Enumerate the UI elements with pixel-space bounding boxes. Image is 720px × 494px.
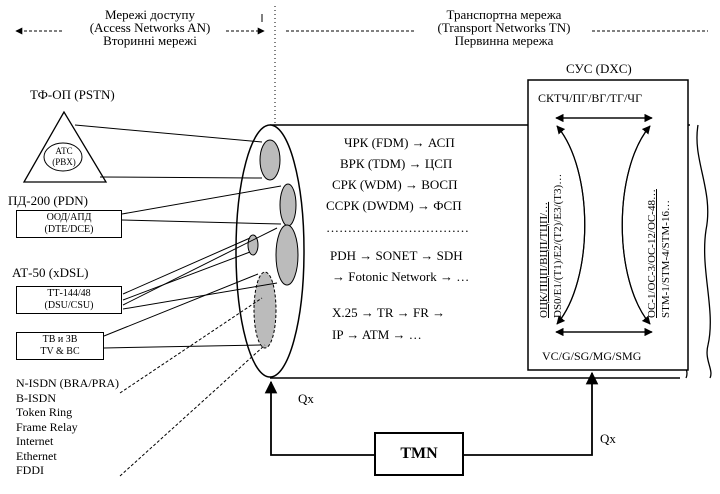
dxc-top-label: СКТЧ/ПГ/ВГ/ТГ/ЧГ [538,92,642,104]
transport-network-header: Транспортна мережа (Transport Networks T… [416,8,592,47]
tv-bc-box: ТВ и ЗВ TV & BC [16,332,104,360]
access-header-line3: Вторинні мережі [66,34,234,47]
service-item: Frame Relay [16,420,119,435]
mid-dots: …………………………… [326,221,469,234]
channel-1 [260,140,280,180]
service-item: FDDI [16,463,119,478]
mid-line-fotonic: → Fotonic Network → … [332,270,469,283]
qx-right-label: Qx [600,432,616,445]
service-item: Ethernet [16,449,119,464]
dxc-vertical-label-4: STM-1/STM-4/STM-16… [660,200,672,318]
ood-line1: ООД/АПД [17,212,121,224]
atc-label-line2: (PBX) [50,157,78,168]
xdsl-label: АТ-50 (xDSL) [12,266,88,279]
tt-line1: ТТ-144/48 [17,288,121,300]
dxc-title: СУС (DXC) [566,62,632,75]
dxc-bottom-label: VC/G/SG/MG/SMG [542,350,641,362]
transport-header-line3: Первинна мережа [416,34,592,47]
tv-line2: TV & BC [17,346,103,358]
pdn-label: ПД-200 (PDN) [8,194,88,207]
dxc-vertical-label-1: ОЦК/ПЦП/ВЦП/ТЦП/… [538,202,550,318]
mid-line-wdm: СРК (WDM) → ВОСП [332,178,457,191]
mid-line-dwdm: ССРК (DWDM) → ФСП [326,199,462,212]
service-item: B-ISDN [16,391,119,406]
mid-line-ip: IP → ATM → … [332,328,422,341]
mid-line-pdh: PDH → SONET → SDH [330,249,463,262]
mid-line-tdm: ВРК (TDM) → ЦСП [340,157,452,170]
atc-label-line1: АТС [50,146,78,157]
atc-label: АТС (PBX) [50,146,78,168]
service-list: N-ISDN (BRA/PRA) B-ISDN Token Ring Frame… [16,376,119,478]
mid-line-x25: X.25 → TR → FR → [332,306,445,319]
channel-2 [280,184,296,226]
service-item: N-ISDN (BRA/PRA) [16,376,119,391]
dte-dce-box: ООД/АПД (DTE/DCE) [16,210,122,238]
mid-line-fdm: ЧРК (FDM) → АСП [344,136,455,149]
access-networks-header: Мережі доступу (Access Networks AN) Втор… [66,8,234,47]
tv-line1: ТВ и ЗВ [17,334,103,346]
service-item: Internet [16,434,119,449]
ood-line2: (DTE/DCE) [17,224,121,236]
tmn-box: TMN [374,432,464,476]
service-item: Token Ring [16,405,119,420]
tmn-label: TMN [400,445,437,463]
pstn-label: ТФ-ОП (PSTN) [30,88,115,101]
qx-left-label: Qx [298,392,314,405]
tt-line2: (DSU/CSU) [17,300,121,312]
dsu-csu-box: ТТ-144/48 (DSU/CSU) [16,286,122,314]
dxc-vertical-label-2: DS0/E1/(T1)/E2/(T2)/E3/(T3)… [552,174,564,318]
channel-4 [276,225,298,285]
dxc-vertical-label-3: OC-1/OC-3/OC-12/OC-48… [646,189,658,318]
